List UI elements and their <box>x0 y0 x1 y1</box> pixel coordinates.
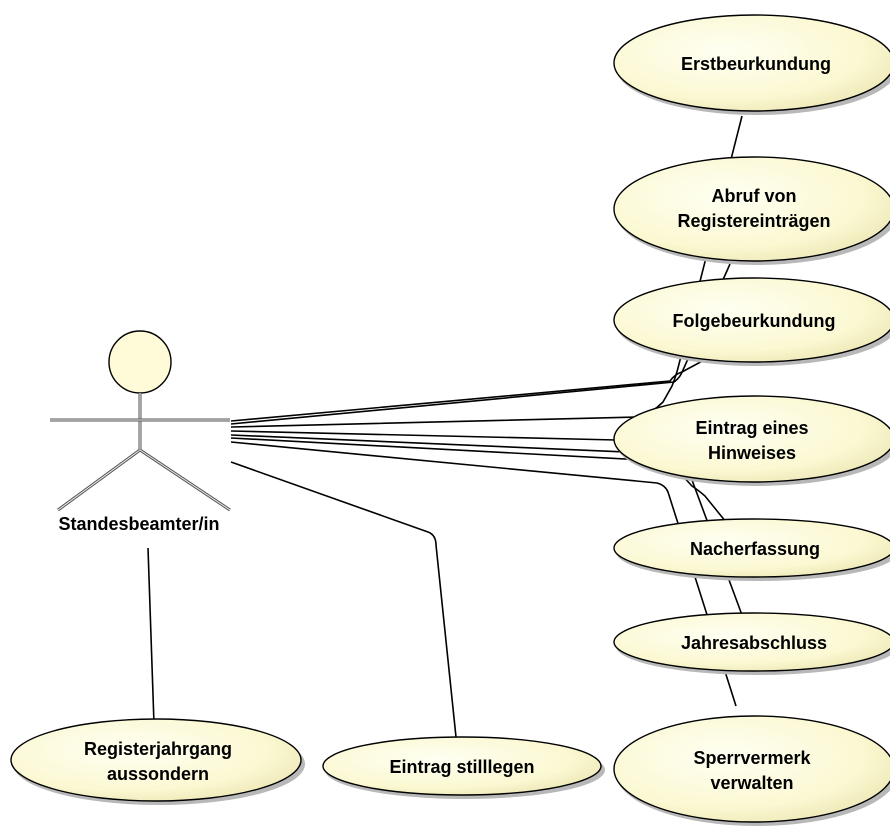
actor-left-leg-inner <box>57 449 141 511</box>
association-hinweis <box>230 430 617 441</box>
actor-head <box>108 330 172 394</box>
usecase-label-line2: Registereinträgen <box>677 211 830 231</box>
usecase-label: Jahresabschluss <box>681 633 827 653</box>
usecase-ellipse <box>613 715 890 823</box>
usecase-ellipse <box>613 518 890 578</box>
usecase-label: Eintrag stilllegen <box>389 757 534 777</box>
usecase-ellipse <box>613 14 890 112</box>
association-aussondern <box>147 547 155 725</box>
usecase-label-line1: Abruf von <box>712 186 797 206</box>
usecase-ellipse <box>613 395 890 483</box>
usecase-ellipse <box>322 736 602 796</box>
usecase-stilllegen[interactable]: Eintrag stilllegen <box>322 736 605 799</box>
association-abruf <box>230 263 731 425</box>
actor-standesbeamter[interactable]: Standesbeamter/in <box>50 330 231 534</box>
usecase-jahresabschluss[interactable]: Jahresabschluss <box>613 612 890 675</box>
association-stilllegen <box>230 461 457 738</box>
usecase-label-line2: verwalten <box>710 773 793 793</box>
usecase-label-line2: aussondern <box>107 764 209 784</box>
usecase-abruf[interactable]: Abruf von Registereinträgen <box>613 156 890 265</box>
association-folgebeurkundung <box>230 357 709 422</box>
usecase-sperrvermerk[interactable]: Sperrvermerk verwalten <box>613 715 890 826</box>
usecase-aussondern[interactable]: Registerjahrgang aussondern <box>10 718 305 805</box>
usecase-label-line1: Eintrag eines <box>695 418 808 438</box>
actor-name: Standesbeamter/in <box>58 514 219 534</box>
usecase-nacherfassung[interactable]: Nacherfassung <box>613 518 890 581</box>
usecase-label: Nacherfassung <box>690 539 820 559</box>
usecase-label-line2: Hinweises <box>708 443 796 463</box>
usecase-ellipse <box>10 718 302 802</box>
usecase-label: Folgebeurkundung <box>673 311 836 331</box>
usecase-erstbeurkundung[interactable]: Erstbeurkundung <box>613 14 890 115</box>
association-erstbeurkundung <box>230 115 743 428</box>
usecase-ellipse <box>613 612 890 672</box>
usecase-folgebeurkundung[interactable]: Folgebeurkundung <box>613 277 890 366</box>
usecase-label: Erstbeurkundung <box>681 54 831 74</box>
usecase-ellipse <box>613 156 890 262</box>
usecase-hinweis[interactable]: Eintrag eines Hinweises <box>613 395 890 486</box>
actor-right-leg-inner <box>139 449 231 511</box>
usecase-label-line1: Sperrvermerk <box>693 748 811 768</box>
usecase-label-line1: Registerjahrgang <box>84 739 232 759</box>
association-sperrvermerk <box>230 441 737 707</box>
usecase-ellipse <box>613 277 890 363</box>
